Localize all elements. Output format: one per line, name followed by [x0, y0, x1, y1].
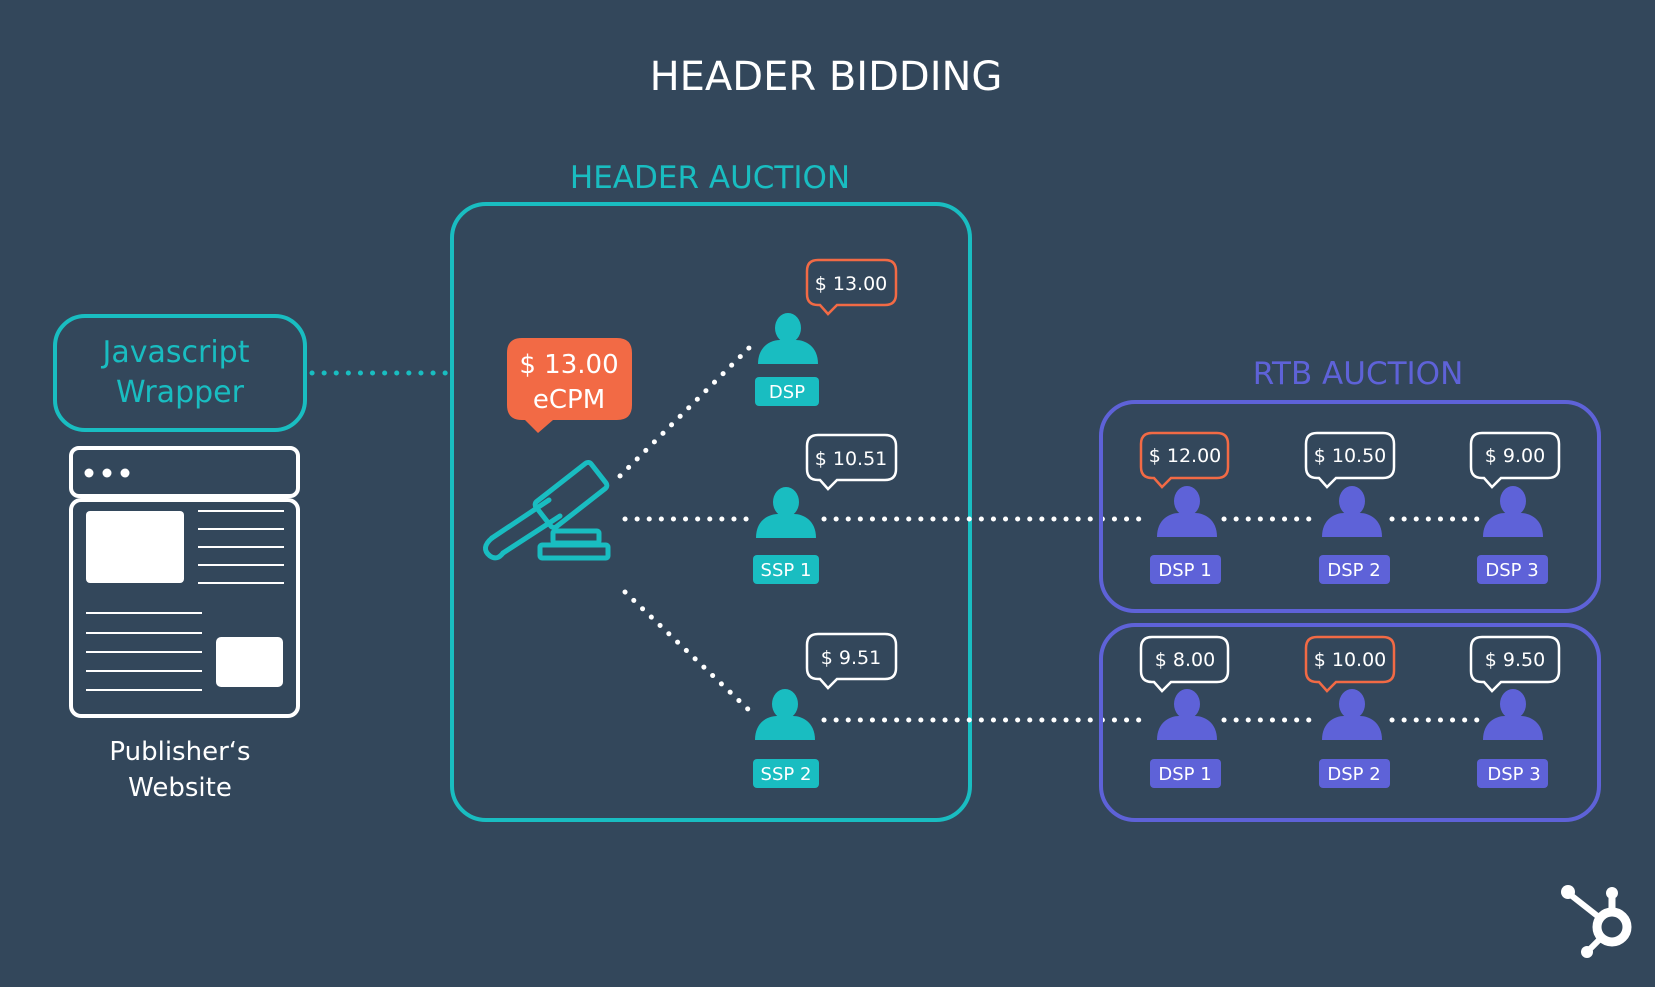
- bid-bubble: [1139, 431, 1230, 489]
- header-auction-box: [450, 202, 972, 822]
- website-image-block: [86, 511, 184, 583]
- bid-value: $ 13.00: [815, 273, 888, 295]
- bidder-label: DSP: [769, 382, 805, 403]
- bidder-tag: [1150, 555, 1221, 584]
- bid-bubble: [1469, 431, 1561, 489]
- website-image-block-small: [216, 637, 283, 687]
- publisher-label-line1: Publisher‘s: [109, 737, 250, 767]
- bidder-tag: [755, 377, 819, 406]
- header-auction-connectors: [617, 339, 758, 716]
- rtb-row-1-dsp1: $ 12.00 DSP 1: [1139, 431, 1230, 584]
- diagram-title: HEADER BIDDING: [650, 54, 1003, 100]
- rtb-row-1-dsp2: $ 10.50 DSP 2: [1304, 431, 1396, 584]
- rtb-auction-title: RTB AUCTION: [1253, 356, 1464, 392]
- bidder-label: SSP 1: [761, 560, 812, 581]
- bid-bubble: [1304, 431, 1396, 489]
- gavel-icon: [483, 459, 611, 561]
- rtb-row-2-dsp3: $ 9.50 DSP 3: [1469, 635, 1561, 788]
- publisher-label-line2: Website: [128, 773, 232, 803]
- header-bidder-ssp1: $ 10.51 SSP 1: [753, 433, 898, 584]
- bidder-tag: [753, 555, 819, 584]
- bid-bubble: [805, 632, 898, 690]
- rtb-row-2-dsp2: $ 10.00 DSP 2: [1304, 635, 1396, 788]
- ecpm-unit: eCPM: [533, 385, 605, 415]
- publisher-website-icon: [69, 446, 300, 718]
- bid-value: $ 10.50: [1314, 445, 1387, 467]
- website-text-lines: [86, 510, 284, 691]
- hubspot-logo-icon: [1570, 893, 1632, 952]
- bid-value: $ 12.00: [1149, 445, 1222, 467]
- bidder-tag: [1319, 759, 1390, 788]
- bid-bubble: [1304, 635, 1396, 693]
- rtb-connectors: [821, 516, 1487, 723]
- rtb-row-2-dsp1: $ 8.00 DSP 1: [1139, 635, 1230, 788]
- javascript-wrapper-box: [53, 314, 307, 432]
- hubspot-logo-nodes: [1561, 885, 1618, 958]
- bidder-label: SSP 2: [761, 764, 812, 785]
- bid-bubble: [1139, 635, 1230, 693]
- bidder-label: DSP 3: [1485, 560, 1538, 581]
- bidder-tag: [753, 759, 819, 788]
- ecpm-price: $ 13.00: [519, 350, 618, 380]
- bidder-tag: [1150, 759, 1221, 788]
- header-auction-title: HEADER AUCTION: [570, 160, 850, 196]
- bidder-label: DSP 3: [1487, 764, 1540, 785]
- bidder-tag: [1477, 555, 1548, 584]
- wrapper-label-line1: Javascript: [101, 335, 250, 370]
- bidder-tag: [1477, 759, 1548, 788]
- bid-value: $ 10.00: [1314, 649, 1387, 671]
- bid-value: $ 9.00: [1485, 445, 1545, 467]
- bidder-label: DSP 2: [1327, 560, 1380, 581]
- bidder-label: DSP 1: [1158, 560, 1211, 581]
- header-bidder-ssp2: $ 9.51 SSP 2: [753, 632, 898, 788]
- ecpm-bubble: [507, 338, 632, 433]
- bid-value: $ 10.51: [815, 448, 888, 470]
- bid-value: $ 9.51: [821, 647, 881, 669]
- bidder-label: DSP 2: [1327, 764, 1380, 785]
- rtb-row-2-box: [1099, 623, 1601, 822]
- bid-value: $ 8.00: [1155, 649, 1215, 671]
- bidder-label: DSP 1: [1158, 764, 1211, 785]
- bidder-tag: [1319, 555, 1390, 584]
- rtb-row-1-box: [1099, 400, 1601, 613]
- header-bidder-dsp: $ 13.00 DSP: [755, 258, 898, 406]
- bid-value: $ 9.50: [1485, 649, 1545, 671]
- bid-bubble: [805, 433, 898, 491]
- bid-bubble: [805, 258, 898, 316]
- wrapper-label-line2: Wrapper: [116, 375, 245, 410]
- rtb-row-1-dsp3: $ 9.00 DSP 3: [1469, 431, 1561, 584]
- bid-bubble: [1469, 635, 1561, 693]
- browser-dots-icon: [84, 468, 130, 478]
